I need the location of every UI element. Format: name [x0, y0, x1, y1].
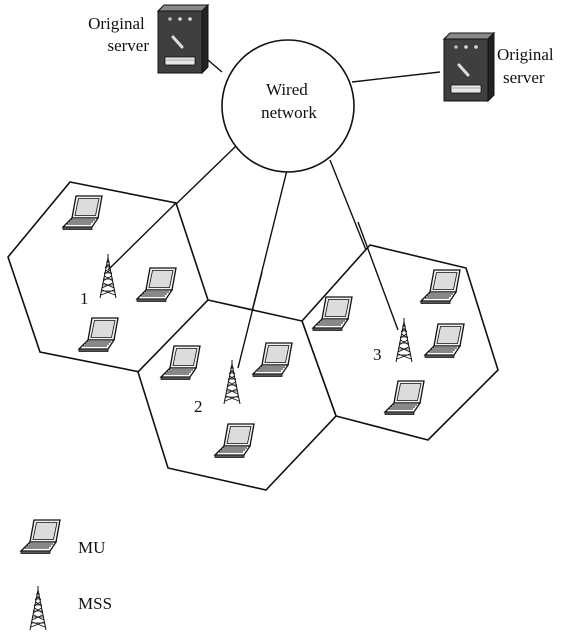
legend-mu-label: MU	[78, 538, 105, 557]
legend: MU MSS	[20, 519, 112, 631]
laptop-icon	[20, 519, 61, 555]
server-icon-right	[442, 31, 496, 103]
right-server-label: Original server	[497, 45, 558, 87]
cell-2-number: 2	[194, 397, 203, 416]
network-links-overlay	[107, 202, 399, 369]
tower-icon	[29, 585, 47, 631]
server-icon-left	[156, 3, 210, 75]
cell-3-number: 3	[373, 345, 382, 364]
left-server-label: Original server	[88, 14, 149, 55]
wired-network-circle	[221, 39, 355, 173]
legend-mss-label: MSS	[78, 594, 112, 613]
cell-1-number: 1	[80, 289, 89, 308]
network-label: Wired network	[261, 80, 317, 122]
